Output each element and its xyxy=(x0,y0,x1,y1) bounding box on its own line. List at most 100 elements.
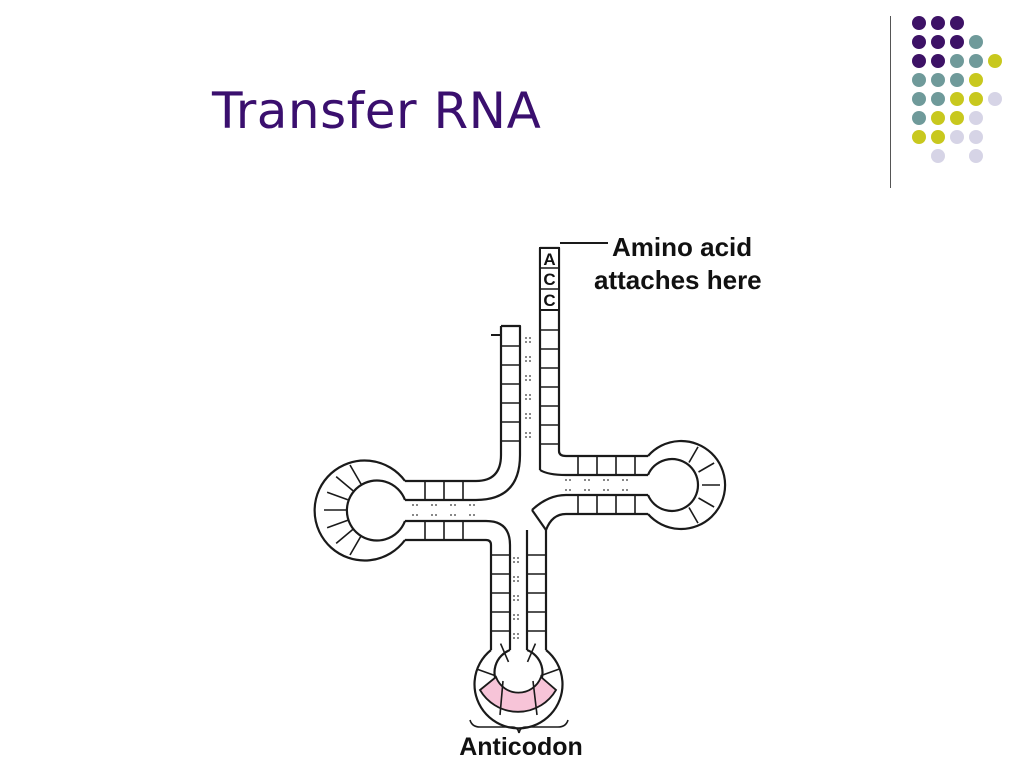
decor-dot xyxy=(912,111,926,125)
d-arm-upper xyxy=(405,454,503,483)
pair-dot xyxy=(469,514,471,516)
decor-dot xyxy=(950,92,964,106)
decor-dot xyxy=(969,111,983,125)
pair-dot xyxy=(525,337,527,339)
pair-dot xyxy=(513,595,515,597)
pair-dot xyxy=(603,489,605,491)
pair-dot xyxy=(525,375,527,377)
base-separator xyxy=(476,668,496,677)
pair-dot xyxy=(525,413,527,415)
pair-dot xyxy=(529,398,531,400)
pair-dot xyxy=(513,576,515,578)
anticodon-divider-2 xyxy=(532,680,538,716)
pair-dot xyxy=(416,514,418,516)
decor-dot xyxy=(931,35,945,49)
decor-dot xyxy=(950,54,964,68)
decor-dot xyxy=(969,73,983,87)
decor-dot xyxy=(931,130,945,144)
decor-dot xyxy=(969,149,983,163)
pair-dot xyxy=(525,356,527,358)
pair-dot xyxy=(513,637,515,639)
base-c2: C xyxy=(543,291,555,310)
pair-dot xyxy=(513,599,515,601)
pair-dot xyxy=(529,379,531,381)
base-separator xyxy=(526,643,537,663)
junction-diagonal xyxy=(531,509,547,531)
pair-dot xyxy=(529,360,531,362)
pair-dot xyxy=(450,514,452,516)
t-loop-inner xyxy=(646,457,700,513)
base-separator xyxy=(688,446,699,463)
anticodon-label: Anticodon xyxy=(459,733,583,761)
pair-dot xyxy=(529,337,531,339)
pair-dot xyxy=(416,504,418,506)
anticodon-divider-1 xyxy=(499,680,504,716)
pair-dot xyxy=(513,614,515,616)
base-pair-dots xyxy=(412,337,628,639)
anticodon-loop-outer xyxy=(473,649,564,730)
pair-dot xyxy=(529,341,531,343)
pair-dot xyxy=(435,514,437,516)
pair-dot xyxy=(603,479,605,481)
base-separator xyxy=(335,475,354,492)
decor-dot xyxy=(969,35,983,49)
decor-dot xyxy=(912,73,926,87)
pair-dot xyxy=(525,394,527,396)
pair-dot xyxy=(450,504,452,506)
pair-dot xyxy=(569,479,571,481)
base-separator xyxy=(688,507,699,524)
base-separator xyxy=(540,668,560,677)
decor-dot xyxy=(931,149,945,163)
pair-dot xyxy=(622,489,624,491)
decor-dot xyxy=(912,16,926,30)
acceptor-strand-3prime xyxy=(540,246,648,458)
pair-dot xyxy=(525,398,527,400)
base-separator xyxy=(698,497,715,508)
t-arm-upper-inner xyxy=(539,469,648,477)
decor-dot xyxy=(931,16,945,30)
pair-dot xyxy=(565,479,567,481)
t-arm-lower-outer xyxy=(544,512,648,650)
pair-dot xyxy=(431,504,433,506)
d-loop-inner xyxy=(345,479,407,542)
pair-dot xyxy=(517,580,519,582)
anticodon-brace xyxy=(469,719,569,734)
decor-dot xyxy=(969,130,983,144)
pair-dot xyxy=(431,514,433,516)
decor-dot xyxy=(912,92,926,106)
pair-dot xyxy=(435,504,437,506)
base-separator xyxy=(349,464,362,485)
pair-dot xyxy=(513,580,515,582)
d-arm-lower xyxy=(405,519,512,650)
base-separator xyxy=(349,535,362,556)
base-separator xyxy=(698,462,715,473)
amino-acid-label-line1: Amino acid xyxy=(612,232,752,262)
acceptor-bases: A C C xyxy=(539,247,560,311)
decor-dot xyxy=(931,92,945,106)
decor-dot xyxy=(950,16,964,30)
pair-dot xyxy=(525,436,527,438)
base-c1: C xyxy=(543,270,555,289)
d-arm-lower-outer xyxy=(405,538,493,650)
pair-dot xyxy=(513,557,515,559)
decor-dot xyxy=(912,54,926,68)
t-arm-lower xyxy=(531,493,648,511)
pair-dot xyxy=(569,489,571,491)
pair-dot xyxy=(517,637,519,639)
pair-dot xyxy=(525,341,527,343)
decor-dot xyxy=(950,111,964,125)
pair-dot xyxy=(517,561,519,563)
base-separator xyxy=(326,491,349,501)
pair-dot xyxy=(529,436,531,438)
pair-dot xyxy=(565,489,567,491)
pair-dot xyxy=(525,360,527,362)
pair-dot xyxy=(513,618,515,620)
pair-dot xyxy=(525,432,527,434)
pair-dot xyxy=(473,504,475,506)
base-separator xyxy=(326,519,349,529)
decor-dot xyxy=(912,130,926,144)
base-a: A xyxy=(543,250,555,269)
pair-dot xyxy=(525,379,527,381)
d-loop-outer xyxy=(313,459,406,562)
acceptor-strand-5prime xyxy=(405,324,522,502)
